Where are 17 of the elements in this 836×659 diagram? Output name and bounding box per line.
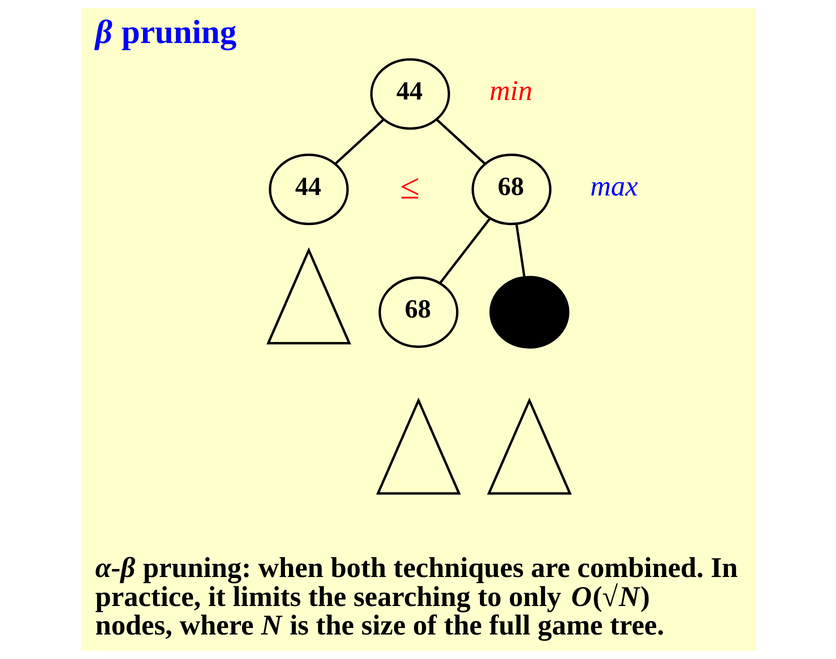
caption: α-β pruning: when both techniques are combined. In practice, it limits the searching to only O(√N) nodes, where N is the size of the full game tree. (94, 552, 738, 642)
node-triangle (376, 397, 460, 495)
node-label: max (590, 170, 638, 203)
connector (435, 118, 486, 165)
node-triangle (486, 397, 572, 495)
connector (514, 224, 526, 278)
node-ellipse: 44 (370, 58, 450, 130)
node-circle (488, 276, 569, 349)
node-ellipse: 68 (378, 276, 458, 348)
diagram-title: β pruning (94, 14, 236, 52)
node-ellipse: 68 (471, 154, 551, 226)
node-triangle (266, 247, 351, 344)
node-ellipse: 44 (268, 154, 348, 226)
label: ≤ (400, 166, 420, 206)
connector (438, 218, 490, 284)
connector (334, 118, 384, 165)
node-label: min (488, 75, 532, 108)
